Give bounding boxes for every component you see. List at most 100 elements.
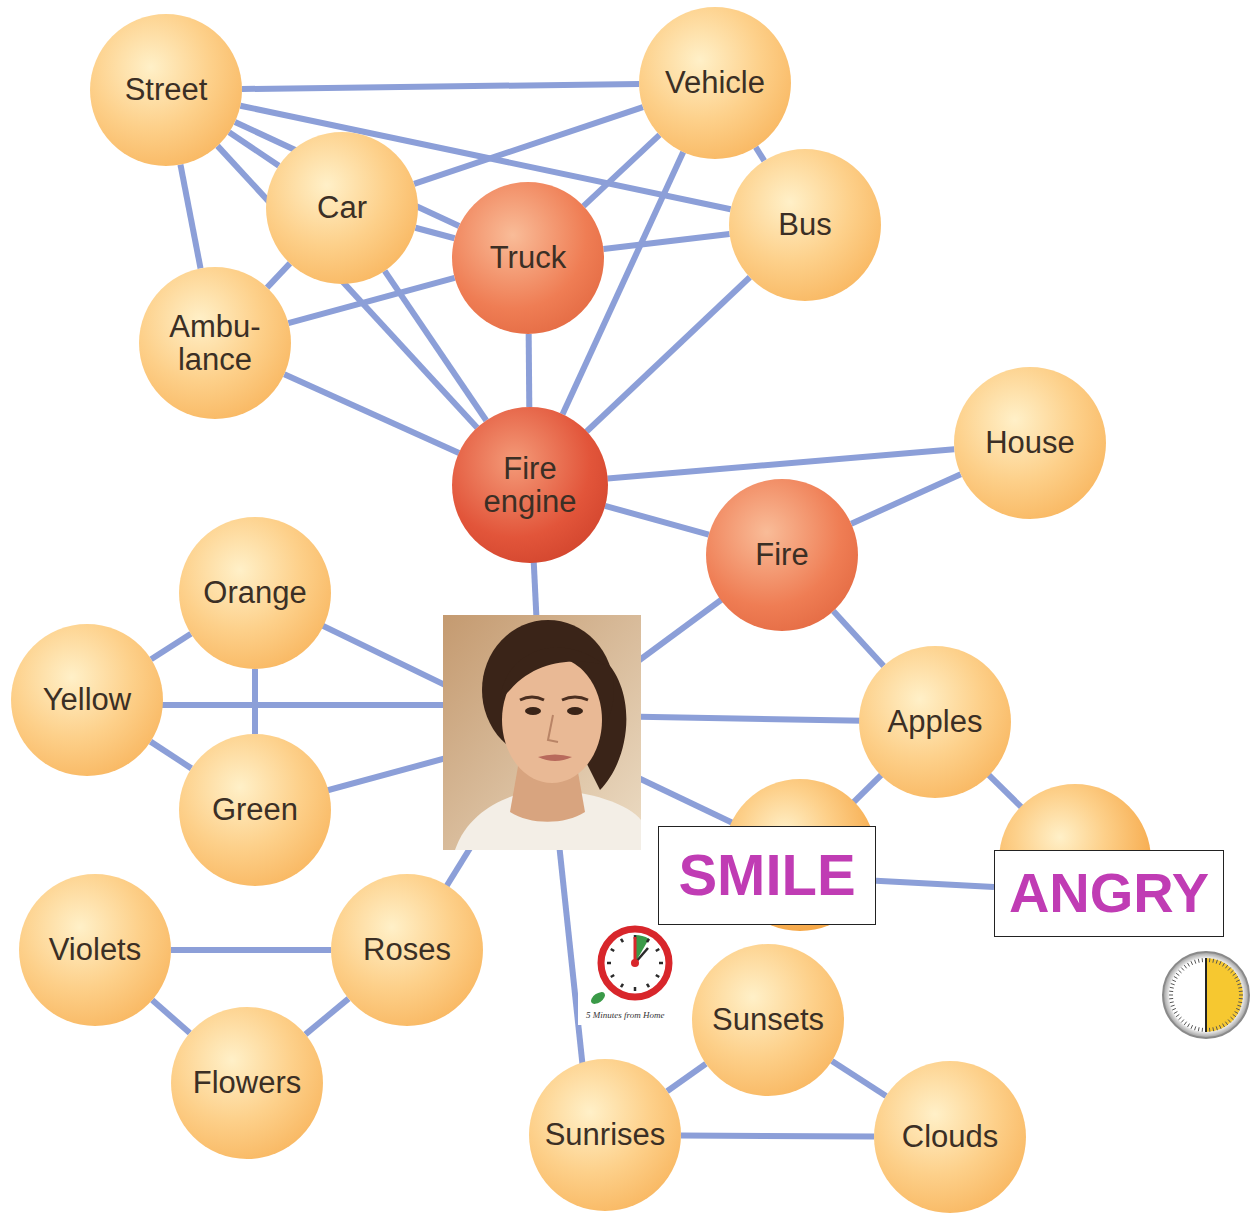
clock-tick bbox=[1191, 961, 1193, 965]
association-link bbox=[587, 277, 750, 431]
photo-background bbox=[443, 615, 641, 850]
association-link bbox=[171, 947, 331, 953]
photo-brow bbox=[562, 697, 588, 700]
association-link bbox=[242, 84, 639, 89]
clock-tick bbox=[1231, 970, 1234, 973]
photo-eye bbox=[567, 707, 583, 715]
concept-label: Clouds bbox=[902, 1120, 999, 1153]
clock-pin bbox=[631, 959, 639, 967]
concept-circle: Clouds bbox=[874, 1061, 1026, 1213]
association-link bbox=[284, 374, 459, 453]
clock-tick bbox=[1202, 958, 1203, 962]
association-link bbox=[667, 1064, 706, 1091]
concept-circle: Apples bbox=[859, 646, 1011, 798]
clock-tick bbox=[1236, 980, 1240, 982]
clock-tick bbox=[1209, 958, 1210, 962]
clock-tick bbox=[1219, 961, 1221, 965]
association-link bbox=[832, 1061, 886, 1096]
clock-tick bbox=[1169, 995, 1173, 996]
portrait-photo bbox=[443, 615, 641, 850]
clock-tick bbox=[1181, 968, 1184, 971]
association-link bbox=[267, 263, 290, 287]
label-holder: 5 Minutes from Home bbox=[586, 1004, 664, 1022]
clock-tick bbox=[1179, 1017, 1182, 1020]
clock-tick bbox=[1212, 1027, 1214, 1031]
clock-tick bbox=[1195, 1026, 1196, 1030]
concept-circle: Roses bbox=[331, 874, 483, 1026]
clock-tick bbox=[1233, 1014, 1236, 1016]
clock-tick bbox=[1225, 1022, 1227, 1025]
clock-tick bbox=[1219, 1025, 1221, 1029]
association-link bbox=[252, 669, 258, 734]
concept-label: House bbox=[985, 426, 1075, 459]
clock-tick bbox=[1176, 1014, 1179, 1016]
clock-tick bbox=[1184, 1022, 1186, 1025]
clock-tick bbox=[621, 984, 623, 987]
clock-tick bbox=[1237, 1005, 1241, 1006]
clock-tick bbox=[1195, 960, 1196, 964]
concept-circle: Ambu- lance bbox=[139, 267, 291, 419]
concept-label: Apples bbox=[888, 705, 983, 738]
clock-tick bbox=[659, 962, 663, 965]
emotion-word: ANGRY bbox=[1009, 865, 1209, 921]
concept-circle: Bus bbox=[729, 149, 881, 301]
clock-tick bbox=[1188, 963, 1190, 966]
concept-circle: Fire engine bbox=[452, 407, 608, 563]
clock-tick bbox=[1235, 1012, 1238, 1014]
clock-tick bbox=[1228, 1020, 1231, 1023]
concept-circle: Sunrises bbox=[529, 1059, 681, 1211]
clock-tick bbox=[1191, 1025, 1193, 1029]
concept-label: Bus bbox=[778, 208, 831, 241]
clock-tick bbox=[1223, 963, 1225, 966]
photo-hair bbox=[500, 647, 605, 700]
association-link bbox=[851, 474, 960, 523]
association-link bbox=[151, 634, 191, 659]
association-link bbox=[305, 999, 348, 1035]
concept-circle: Vehicle bbox=[639, 7, 791, 159]
clock-tick bbox=[1170, 1001, 1174, 1003]
concept-label: Yellow bbox=[43, 683, 131, 716]
clock-wedge bbox=[635, 935, 649, 963]
association-link bbox=[288, 278, 454, 323]
clock-tick bbox=[1238, 1001, 1242, 1003]
concept-label: Ambu- lance bbox=[155, 310, 275, 377]
clock-tick bbox=[1212, 959, 1214, 963]
clock-tick bbox=[1172, 1008, 1176, 1010]
association-link bbox=[756, 147, 765, 161]
clock-tick bbox=[1209, 1028, 1210, 1032]
clock-tick bbox=[1223, 1024, 1225, 1027]
concept-circle: Green bbox=[179, 734, 331, 886]
logo-caption: 5 Minutes from Home bbox=[586, 1010, 664, 1020]
concept-label: Car bbox=[317, 191, 367, 224]
clock-tick bbox=[1171, 984, 1175, 985]
clock-tick bbox=[1198, 959, 1200, 963]
clock-tick bbox=[1172, 980, 1176, 982]
concept-circle: Car bbox=[266, 132, 418, 284]
clock-tick bbox=[611, 949, 614, 951]
clock-tick bbox=[656, 975, 659, 977]
clock-tick bbox=[1174, 977, 1177, 979]
clock-tick bbox=[1225, 965, 1227, 968]
association-link bbox=[681, 1135, 874, 1136]
concept-circle: Sunsets bbox=[692, 944, 844, 1096]
clock-tick bbox=[647, 939, 649, 942]
photo-eye bbox=[525, 707, 541, 715]
concept-label: Sunrises bbox=[545, 1118, 666, 1151]
clock-tick bbox=[1239, 995, 1243, 996]
clock-tick bbox=[1216, 1026, 1217, 1030]
association-link bbox=[876, 881, 994, 887]
clock-tick bbox=[1237, 984, 1241, 985]
clock-tick bbox=[1171, 1005, 1175, 1006]
clock-bezel bbox=[1163, 952, 1249, 1038]
association-link bbox=[526, 334, 533, 407]
concept-label: Green bbox=[212, 793, 298, 826]
clock-tick bbox=[1228, 968, 1231, 971]
photo-lips bbox=[538, 755, 572, 762]
clock-tick bbox=[1179, 970, 1182, 973]
association-link bbox=[414, 107, 643, 184]
concept-label: Roses bbox=[363, 933, 451, 966]
concept-circle: Street bbox=[90, 14, 242, 166]
stopwatch-icon bbox=[1163, 952, 1249, 1038]
